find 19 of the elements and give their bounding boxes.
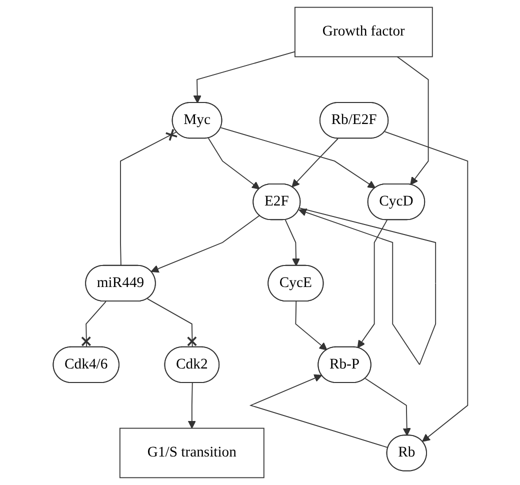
connector	[146, 298, 197, 348]
arrow	[284, 219, 300, 266]
connector	[80, 301, 106, 348]
arrow	[364, 378, 410, 436]
arrow	[384, 131, 468, 442]
connector	[120, 128, 178, 266]
node-box: G1/S transition	[119, 428, 264, 478]
arrow	[192, 51, 295, 104]
arrow	[248, 374, 388, 448]
arrow	[207, 138, 260, 190]
arrow	[150, 215, 260, 273]
arrow	[356, 220, 388, 348]
arrow	[298, 208, 436, 366]
arrow	[291, 138, 338, 188]
node-box: Growth factor	[294, 6, 432, 58]
arrow	[294, 301, 327, 350]
arrow	[396, 56, 428, 186]
arrow	[220, 127, 376, 188]
arrow	[187, 382, 196, 429]
